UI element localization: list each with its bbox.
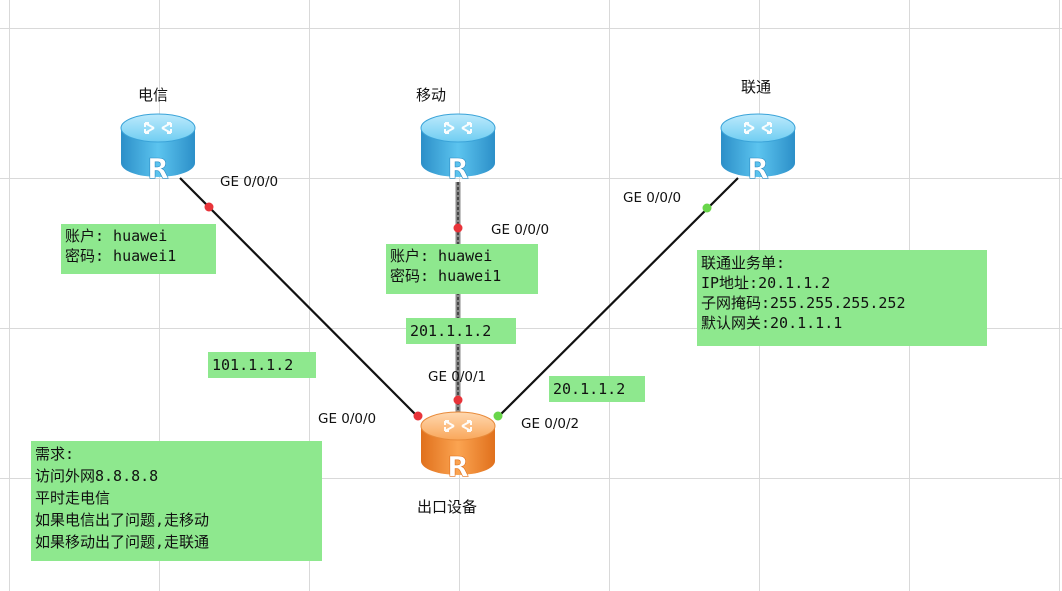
note-line: 密码: huawei1 (390, 267, 502, 285)
router-glyph: R (747, 152, 769, 185)
note-line: 如果移动出了问题,走联通 (35, 533, 210, 551)
router-mobile-icon[interactable]: R (420, 113, 496, 185)
port-dot-unicom (702, 203, 712, 213)
note-requirements: 需求: 访问外网8.8.8.8 平时走电信 如果电信出了问题,走移动 如果移动出… (31, 441, 322, 561)
device-name-telecom: 电信 (138, 86, 169, 104)
note-line: IP地址:20.1.1.2 (701, 274, 831, 292)
note-line: 默认网关:20.1.1.1 (701, 314, 843, 332)
note-line: 如果电信出了问题,走移动 (35, 511, 210, 529)
port-label-egress-telecom: GE 0/0/0 (318, 411, 377, 427)
ip-label-mobile: 201.1.1.2 (406, 318, 516, 344)
router-glyph: R (447, 450, 469, 483)
router-egress-icon[interactable]: R (420, 411, 496, 483)
port-label-egress-unicom: GE 0/0/2 (521, 416, 580, 432)
device-name-egress: 出口设备 (417, 498, 478, 516)
note-line: 账户: huawei (65, 227, 168, 245)
note-line: 需求: (35, 445, 75, 463)
note-mobile-account: 账户: huawei 密码: huawei1 (386, 244, 538, 294)
ip-label-unicom: 20.1.1.2 (549, 376, 645, 402)
port-label-telecom: GE 0/0/0 (220, 174, 279, 190)
router-telecom-icon[interactable]: R (120, 113, 196, 185)
note-telecom-account: 账户: huawei 密码: huawei1 (61, 224, 216, 274)
ip-label-telecom: 101.1.1.2 (208, 352, 316, 378)
router-glyph: R (447, 152, 469, 185)
device-name-unicom: 联通 (741, 78, 772, 96)
device-name-mobile: 移动 (416, 86, 447, 104)
port-dot-mobile (453, 223, 463, 233)
note-line: 账户: huawei (390, 247, 493, 265)
router-glyph: R (147, 152, 169, 185)
router-unicom-icon[interactable]: R (720, 113, 796, 185)
port-label-unicom: GE 0/0/0 (623, 190, 682, 206)
port-label-egress-mobile: GE 0/0/1 (428, 369, 487, 385)
port-label-mobile: GE 0/0/0 (491, 222, 550, 238)
note-line: 访问外网8.8.8.8 (35, 467, 159, 485)
note-line: 子网掩码:255.255.255.252 (701, 294, 906, 312)
port-dot-egress-mobile (453, 395, 463, 405)
port-dot-egress-unicom (493, 411, 503, 421)
port-dot-telecom (204, 202, 214, 212)
note-unicom-order: 联通业务单: IP地址:20.1.1.2 子网掩码:255.255.255.25… (697, 250, 987, 346)
port-dot-egress-telecom (413, 411, 423, 421)
note-line: 联通业务单: (701, 254, 786, 272)
link-telecom-egress (179, 177, 419, 418)
note-line: 平时走电信 (35, 489, 111, 507)
link-unicom-egress (497, 177, 739, 418)
note-line: 密码: huawei1 (65, 247, 177, 265)
